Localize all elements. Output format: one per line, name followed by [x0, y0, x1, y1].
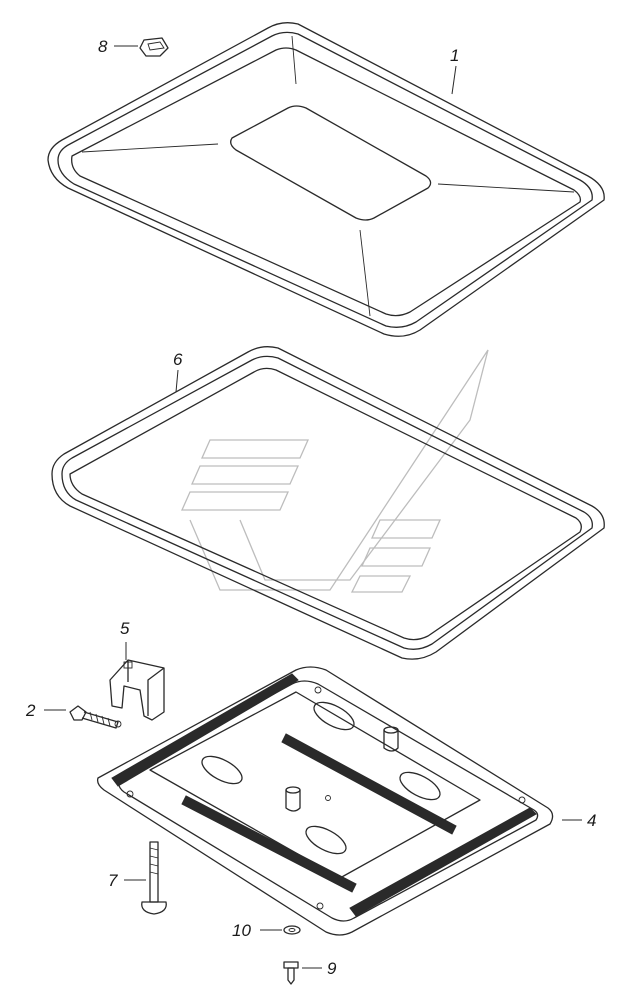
- part-6-seal-frame: [51, 346, 605, 660]
- callout-1: 1: [450, 46, 460, 65]
- callout-5: 5: [120, 619, 130, 638]
- leader-6: [175, 369, 179, 393]
- part-2-bolt: [69, 705, 122, 729]
- callout-6: 6: [173, 350, 183, 369]
- part-8-clip: [139, 37, 169, 57]
- part-1-lid: [47, 22, 605, 337]
- part-4-base-plate: [96, 666, 554, 936]
- callout-10: 10: [232, 921, 251, 940]
- watermark-logo: [180, 349, 489, 593]
- part-9-screw: [283, 961, 299, 985]
- leader-lines: [44, 45, 582, 969]
- part-5-bracket: [109, 659, 165, 721]
- part-10-washer: [283, 925, 301, 935]
- callout-7: 7: [108, 871, 118, 890]
- leader-1: [451, 65, 457, 95]
- callout-2: 2: [26, 701, 36, 720]
- callout-9: 9: [327, 959, 337, 978]
- part-7-screw: [141, 841, 167, 915]
- callout-4: 4: [587, 811, 597, 830]
- callout-8: 8: [98, 37, 108, 56]
